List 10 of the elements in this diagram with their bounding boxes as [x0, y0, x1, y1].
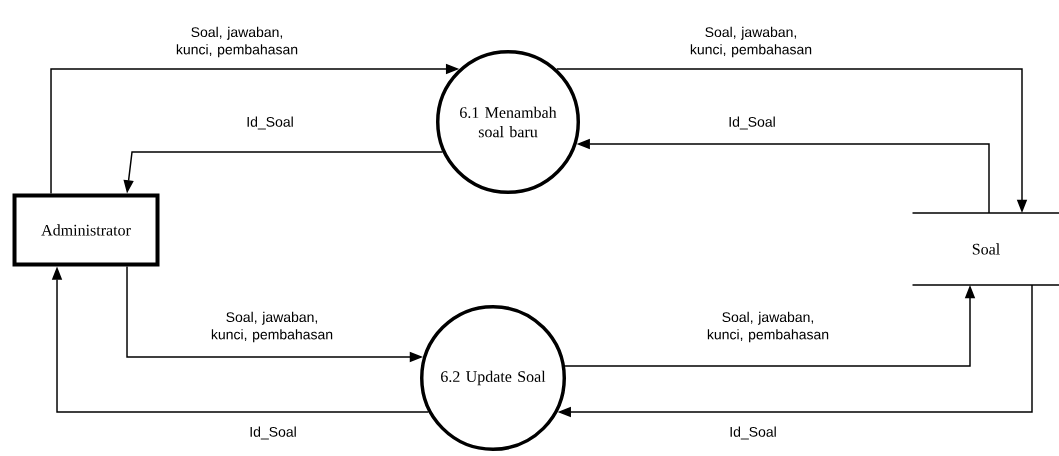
data-store: Soal [911, 212, 1059, 286]
edge-label: Id_Soal [250, 426, 296, 440]
edge-label: Id_Soal [730, 426, 776, 440]
edge-label: Soal, jawaban, kunci, pembahasan [707, 311, 829, 343]
edge-label: Id_Soal [247, 116, 293, 130]
edge-label: Id_Soal [729, 116, 775, 130]
edge-label: Soal, jawaban, kunci, pembahasan [176, 26, 298, 58]
entity-box: Administrator [12, 193, 160, 267]
edge-label: Soal, jawaban, kunci, pembahasan [690, 26, 812, 58]
edge-label: Soal, jawaban, kunci, pembahasan [211, 311, 333, 343]
